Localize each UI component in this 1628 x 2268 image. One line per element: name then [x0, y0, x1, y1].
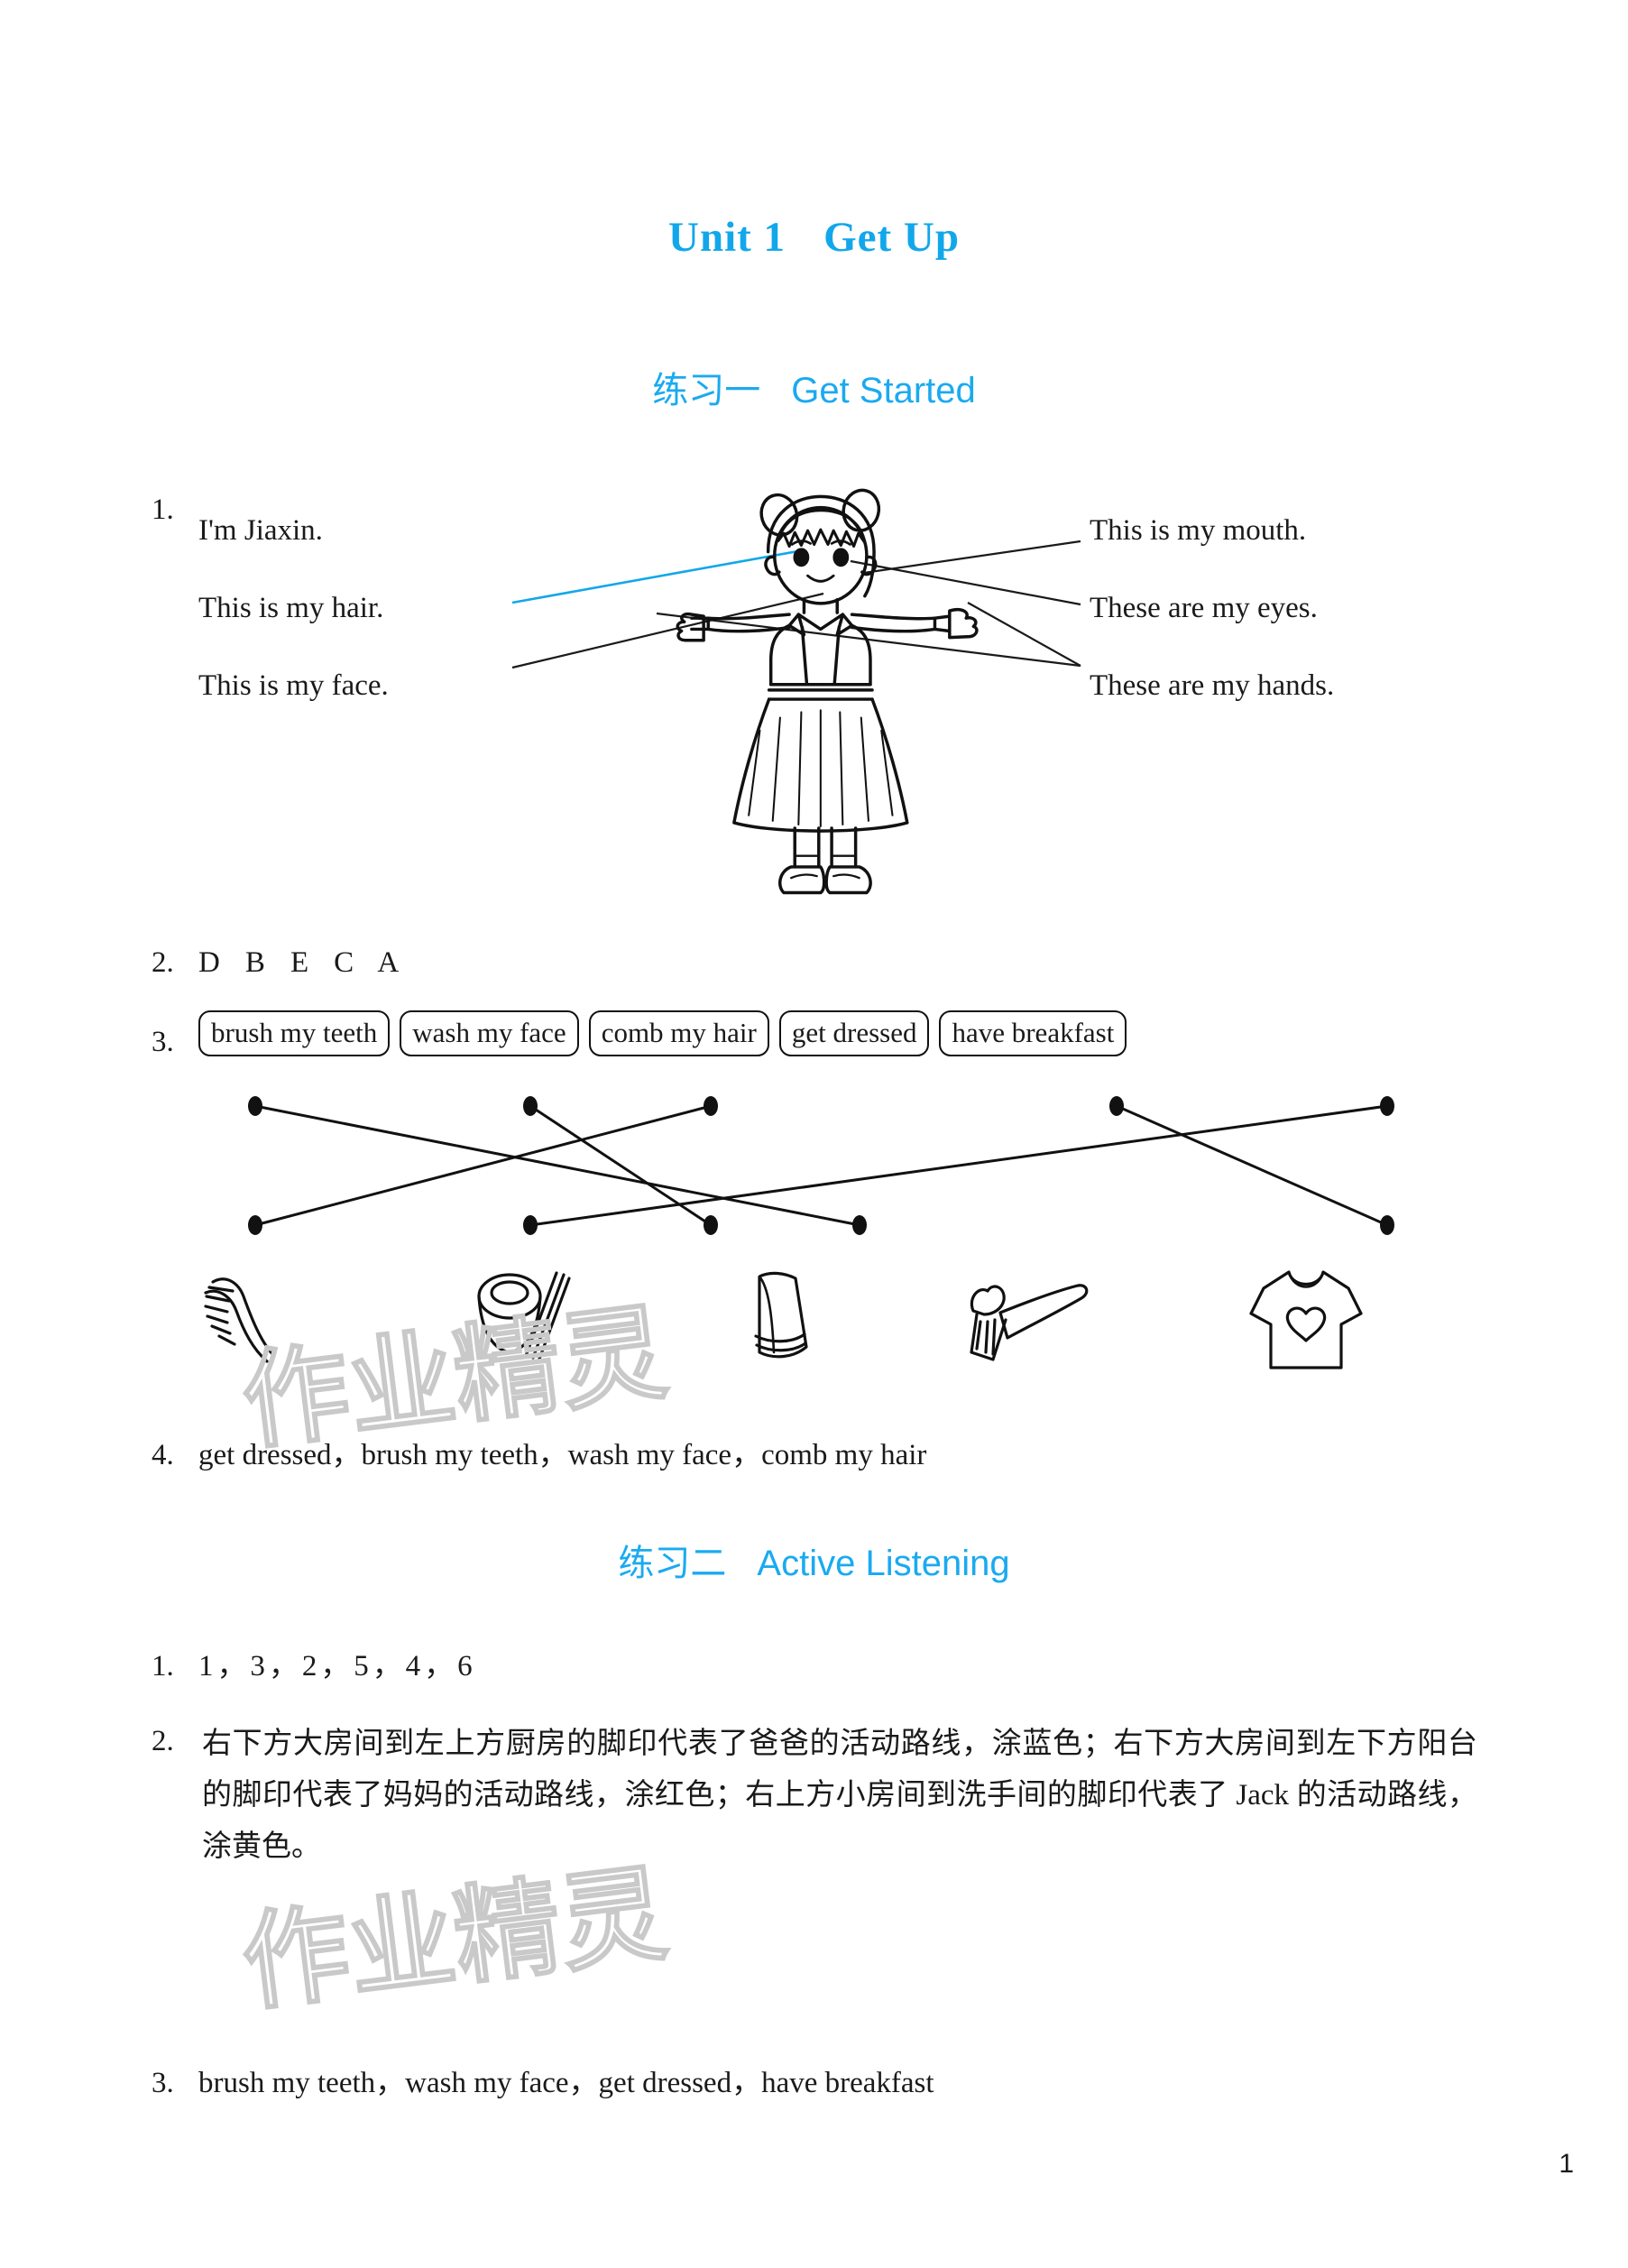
girl-figure — [639, 480, 1017, 913]
exercise-4-answer: get dressed，brush my teeth，wash my face，… — [198, 1439, 927, 1471]
bowl-chopsticks-icon — [436, 1252, 616, 1388]
unit-title-number: Unit 1 — [668, 214, 786, 261]
exercise-3-word-boxes: brush my teeth wash my face comb my hair… — [198, 1010, 1127, 1056]
section-heading-2: 练习二 Active Listening — [0, 1534, 1628, 1586]
section2-item-1: 1. 1，3，2，5，4，6 — [152, 1644, 1053, 1690]
unit-title-name: Get Up — [823, 214, 960, 261]
word-box-wash-my-face[interactable]: wash my face — [400, 1010, 579, 1056]
exercise-2-answer: D B E C A — [198, 946, 409, 979]
match-dot-bottom-1 — [523, 1215, 538, 1235]
section2-item-3: 3. brush my teeth，wash my face，get dress… — [152, 2061, 1414, 2107]
match-dot-bottom-2 — [704, 1215, 718, 1235]
towel-icon — [688, 1252, 869, 1388]
word-box-comb-my-hair[interactable]: comb my hair — [588, 1010, 769, 1056]
exercise-4: 4. get dressed，brush my teeth，wash my fa… — [152, 1433, 1414, 1479]
exercise-4-number: 4. — [152, 1439, 174, 1471]
section-2-cn: 练习二 — [618, 1544, 727, 1583]
match-dot-top-1 — [523, 1096, 538, 1116]
match-dot-bottom-3 — [852, 1215, 867, 1235]
match-dot-top-3 — [1109, 1096, 1124, 1116]
label-im-jiaxin: I'm Jiaxin. — [198, 514, 323, 547]
comb-icon — [165, 1252, 345, 1388]
section2-item-1-number: 1. — [152, 1650, 174, 1683]
page-title: Unit 1 Get Up — [0, 213, 1628, 262]
word-box-have-breakfast[interactable]: have breakfast — [939, 1010, 1127, 1056]
label-my-mouth: This is my mouth. — [1090, 514, 1307, 547]
section-1-en: Get Started — [791, 371, 976, 410]
tshirt-icon — [1216, 1252, 1396, 1388]
toothbrush-icon — [927, 1252, 1108, 1388]
exercise-3-icon-row — [179, 1252, 1486, 1388]
label-my-hair: This is my hair. — [198, 592, 384, 624]
match-dot-bottom-4 — [1380, 1215, 1394, 1235]
section2-item-1-answer: 1，3，2，5，4，6 — [198, 1650, 476, 1683]
exercise-2-number: 2. — [152, 946, 174, 979]
exercise-3-number: 3. — [152, 1026, 174, 1058]
section-2-en: Active Listening — [757, 1544, 1010, 1583]
label-my-face: This is my face. — [198, 669, 389, 702]
section2-item-3-number: 3. — [152, 2067, 174, 2099]
match-dot-bottom-0 — [248, 1215, 262, 1235]
word-box-get-dressed[interactable]: get dressed — [778, 1010, 930, 1056]
exercise-1: 1. I'm Jiaxin. This is my hair. This is … — [152, 487, 1486, 911]
section-heading-1: 练习一 Get Started — [0, 361, 1628, 413]
match-dot-top-2 — [704, 1096, 718, 1116]
section2-item-3-answer: brush my teeth，wash my face，get dressed，… — [198, 2067, 934, 2099]
match-dot-top-0 — [248, 1096, 262, 1116]
label-my-hands: These are my hands. — [1090, 669, 1335, 702]
section2-item-2-answer: 右下方大房间到左上方厨房的脚印代表了爸爸的活动路线，涂蓝色；右下方大房间到左下方… — [202, 1728, 1477, 1863]
section2-item-2: 2. 右下方大房间到左上方厨房的脚印代表了爸爸的活动路线，涂蓝色；右下方大房间到… — [152, 1719, 1477, 1872]
page-number: 1 — [1559, 2149, 1574, 2179]
match-dot-top-4 — [1380, 1096, 1394, 1116]
word-box-brush-my-teeth[interactable]: brush my teeth — [198, 1010, 391, 1056]
label-my-eyes: These are my eyes. — [1090, 592, 1318, 624]
section-1-cn: 练习一 — [652, 371, 761, 410]
exercise-1-right-labels: This is my mouth. These are my eyes. The… — [1090, 516, 1477, 749]
exercise-1-left-labels: I'm Jiaxin. This is my hair. This is my … — [198, 516, 586, 749]
exercise-2: 2. D B E C A — [152, 940, 1053, 986]
exercise-3-matching-lines — [248, 1096, 1394, 1235]
section2-item-2-number: 2. — [152, 1725, 174, 1757]
exercise-1-number: 1. — [152, 493, 174, 526]
